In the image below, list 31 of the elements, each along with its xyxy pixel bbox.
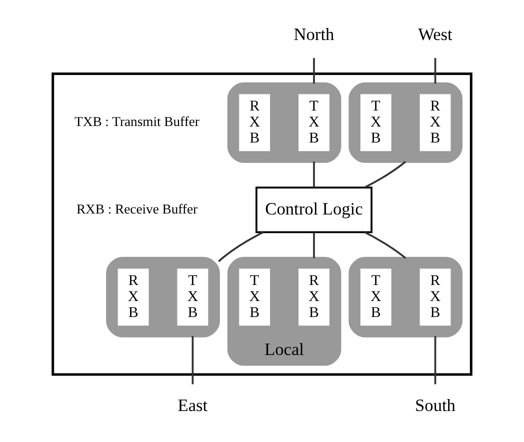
cluster — [106, 256, 220, 338]
connector — [313, 232, 315, 258]
connector — [192, 336, 194, 384]
node-text: West — [418, 24, 452, 44]
cluster — [52, 72, 472, 376]
connector — [434, 336, 436, 384]
node-box: T X B — [359, 267, 393, 327]
label: TXB : Transmit Buffer — [74, 114, 200, 130]
connector — [364, 160, 406, 188]
node-box: R X B — [297, 267, 331, 327]
connector — [434, 58, 436, 84]
connector — [313, 162, 315, 188]
node-box: T X B — [297, 92, 331, 152]
node-box: T X B — [359, 92, 393, 152]
cluster — [227, 82, 342, 163]
cluster — [348, 82, 462, 163]
node-text: North — [294, 24, 334, 44]
cluster — [348, 256, 462, 338]
label: RXB : Receive Buffer — [76, 201, 198, 216]
connector — [364, 232, 406, 259]
node-box: R X B — [418, 267, 452, 327]
node-box: R X B — [418, 92, 452, 152]
node-box: T X B — [238, 267, 272, 327]
node-text: South — [415, 396, 456, 416]
connector — [313, 58, 315, 84]
node-box: R X B — [238, 92, 272, 152]
node-box: R X B — [116, 267, 150, 327]
node-box: Control Logic — [256, 186, 372, 234]
node-text: East — [178, 396, 208, 416]
connector — [218, 232, 264, 262]
node-box: T X B — [176, 267, 210, 327]
